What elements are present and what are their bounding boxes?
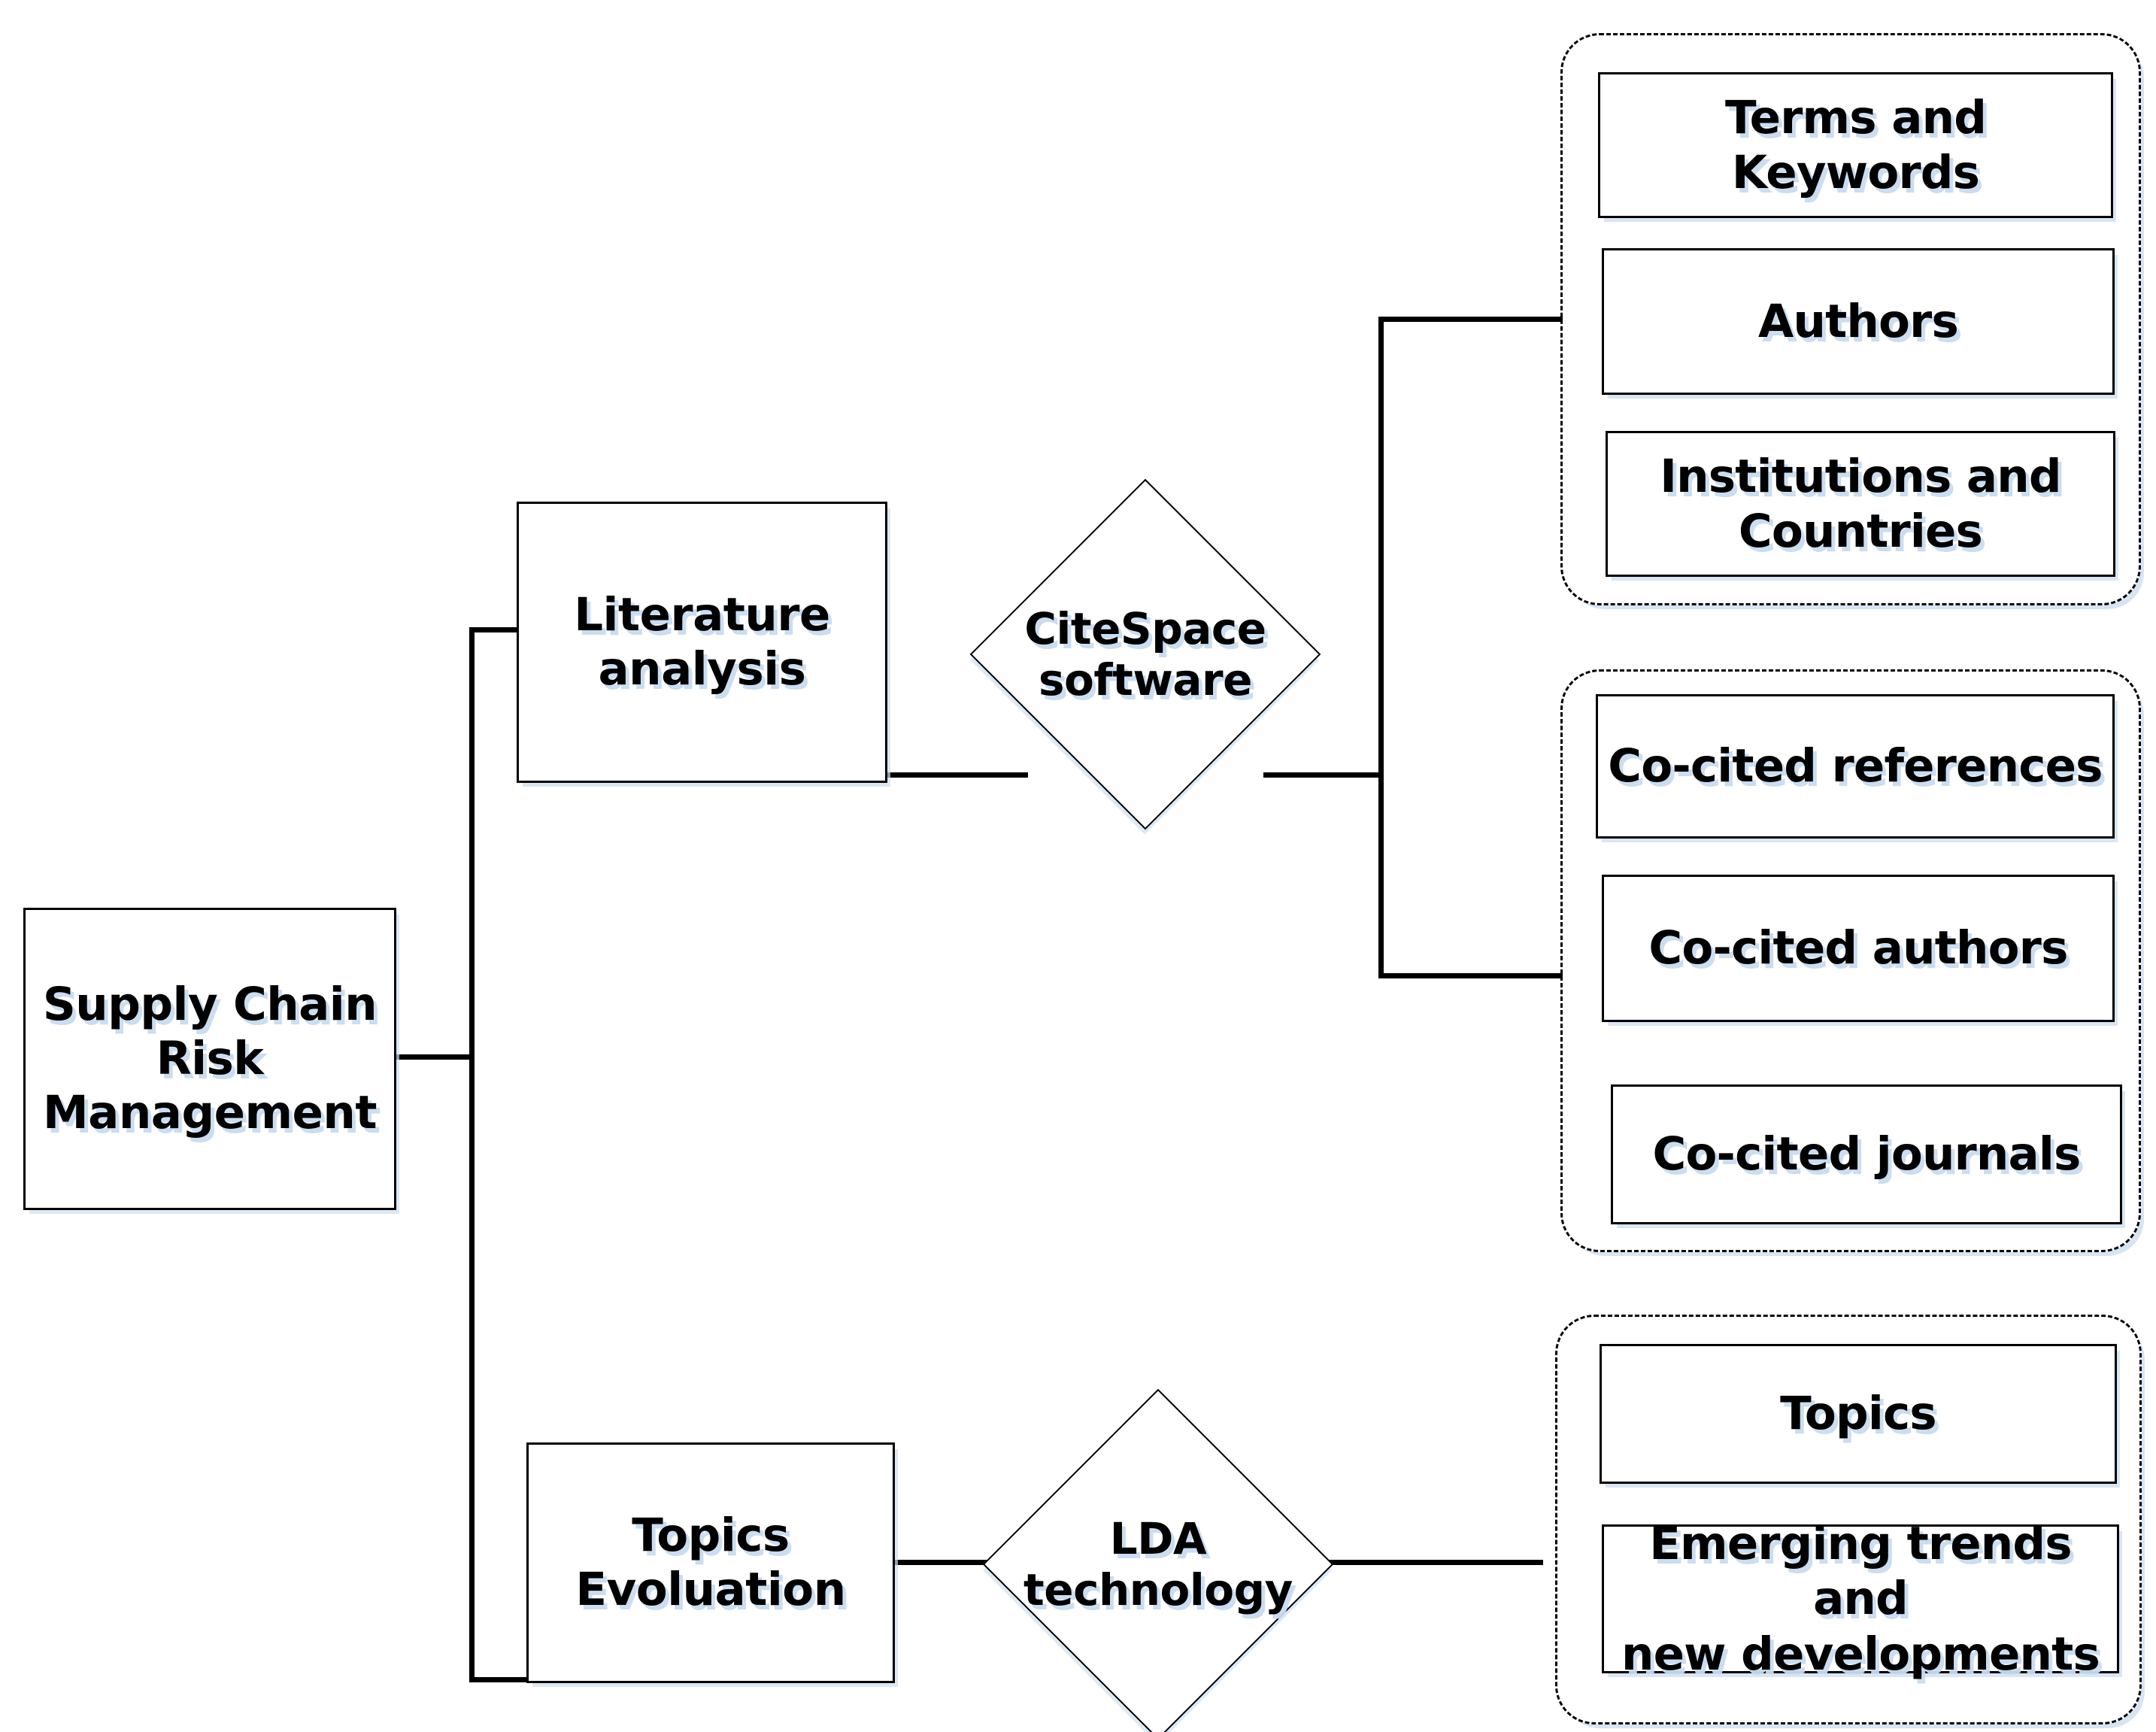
- leaf-label-co-cited-authors: Co-cited authors: [1648, 921, 2068, 975]
- connector-lda-out: [1276, 1560, 1543, 1565]
- connector-left-bracket-vertical: [469, 627, 475, 1682]
- connector-right-bracket-top: [1378, 317, 1563, 322]
- connector-topics-to-lda: [893, 1560, 1041, 1565]
- leaf-label-co-cited-journals: Co-cited journals: [1652, 1127, 2081, 1181]
- diamond-shape-lda: [982, 1388, 1334, 1732]
- connector-right-bracket-vertical: [1378, 317, 1384, 978]
- diamond-shape-citespace: [969, 478, 1321, 830]
- connector-root-stub: [396, 1054, 475, 1060]
- leaf-topics[interactable]: Topics: [1600, 1344, 2117, 1484]
- leaf-co-cited-authors[interactable]: Co-cited authors: [1602, 875, 2115, 1022]
- leaf-authors[interactable]: Authors: [1602, 248, 2115, 395]
- connector-left-bracket-bottom: [469, 1677, 529, 1682]
- leaf-label-topics: Topics: [1780, 1387, 1936, 1441]
- leaf-co-cited-references[interactable]: Co-cited references: [1596, 694, 2115, 839]
- leaf-label-co-cited-references: Co-cited references: [1608, 739, 2103, 793]
- connector-literature-to-citespace: [885, 772, 1028, 778]
- leaf-label-terms-and-keywords: Terms and Keywords: [1724, 90, 1987, 199]
- group-citespace-cocitation-analysis: [1560, 669, 2141, 1252]
- connector-citespace-out: [1263, 772, 1384, 778]
- leaf-terms-and-keywords[interactable]: Terms and Keywords: [1598, 72, 2113, 218]
- leaf-label-authors: Authors: [1758, 294, 1959, 348]
- group-lda-outputs: [1555, 1315, 2142, 1724]
- connector-left-bracket-top: [469, 627, 519, 632]
- leaf-co-cited-journals[interactable]: Co-cited journals: [1611, 1084, 2122, 1224]
- connector-right-bracket-bottom: [1378, 973, 1563, 978]
